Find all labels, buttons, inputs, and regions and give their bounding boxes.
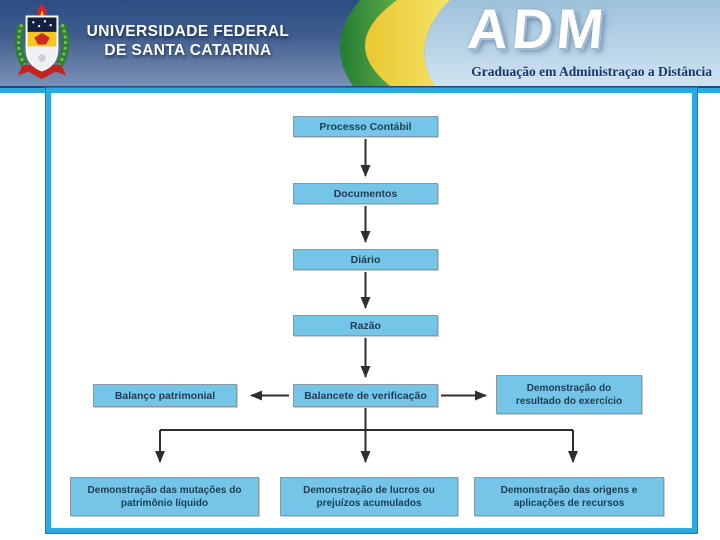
program-acronym-wordmark: ADM (465, 0, 611, 60)
flow-node-documentos: Documentos (293, 183, 438, 204)
program-subtitle: Graduação em Administraçao a Distância (471, 64, 712, 79)
content-frame (45, 87, 698, 534)
flow-node-balanco-patrimonial: Balanço patrimonial (93, 384, 237, 407)
flow-node-dre: Demonstração do resultado do exercício (496, 375, 642, 414)
flow-node-balancete: Balancete de verificação (293, 384, 438, 407)
university-name-line2: DE SANTA CATARINA (104, 41, 272, 59)
header-swoosh-stripes (339, 0, 720, 86)
flow-node-dmpl: Demonstração das mutações do patrimônio … (70, 477, 259, 516)
flow-node-razao: Razão (293, 315, 438, 336)
university-name-line1: UNIVERSIDADE FEDERAL (86, 23, 290, 40)
flow-node-dlpa: Demonstração de lucros ou prejuízos acum… (280, 477, 458, 516)
flow-node-doar: Demonstração das origens e aplicações de… (474, 477, 664, 516)
flow-node-diario: Diário (293, 249, 438, 270)
flow-node-processo-contabil: Processo Contábil (293, 116, 438, 137)
header-banner: UNIVERSIDADE FEDERAL DE SANTA CATARINA A… (0, 0, 720, 88)
ufsc-crest-icon (14, 3, 70, 80)
university-name: UNIVERSIDADE FEDERAL DE SANTA CATARINA (72, 23, 304, 61)
